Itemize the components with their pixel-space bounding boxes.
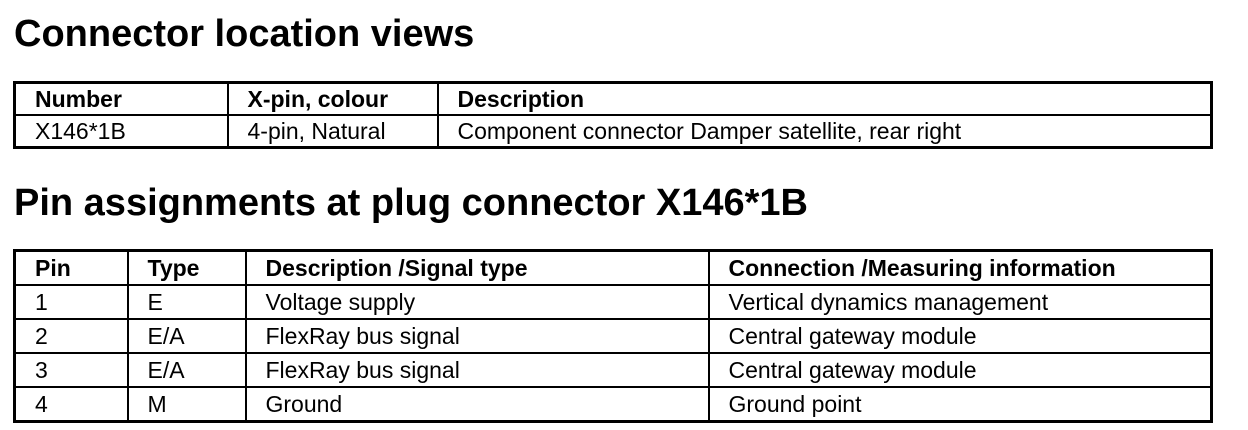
cell-pin: 3	[13, 352, 129, 388]
column-header-x-pin-colour: X-pin, colour	[226, 81, 439, 116]
cell-signal-type: Ground	[244, 386, 710, 423]
cell-pin: 1	[13, 284, 129, 320]
table-row: 2 E/A FlexRay bus signal Central gateway…	[13, 318, 1213, 354]
column-header-signal-type: Description /Signal type	[244, 249, 710, 286]
cell-connection-info: Vertical dynamics management	[707, 284, 1213, 320]
pin-assignments-table: Pin Type Description /Signal type Connec…	[13, 249, 1213, 423]
cell-signal-type: FlexRay bus signal	[244, 318, 710, 354]
column-header-number: Number	[13, 81, 229, 116]
cell-connection-info: Central gateway module	[707, 318, 1213, 354]
table-row: 4 M Ground Ground point	[13, 386, 1213, 423]
column-header-description: Description	[436, 81, 1213, 116]
pin-assignments-heading: Pin assignments at plug connector X146*1…	[14, 182, 808, 224]
column-header-connection-info: Connection /Measuring information	[707, 249, 1213, 286]
table-row: 3 E/A FlexRay bus signal Central gateway…	[13, 352, 1213, 388]
cell-type: M	[126, 386, 247, 423]
cell-x-pin-colour: 4-pin, Natural	[226, 114, 439, 149]
cell-number: X146*1B	[13, 114, 229, 149]
cell-pin: 2	[13, 318, 129, 354]
table-header-row: Number X-pin, colour Description	[13, 81, 1213, 116]
connector-location-table: Number X-pin, colour Description X146*1B…	[13, 81, 1213, 149]
connector-location-heading: Connector location views	[14, 13, 475, 55]
cell-connection-info: Central gateway module	[707, 352, 1213, 388]
column-header-type: Type	[126, 249, 247, 286]
cell-signal-type: Voltage supply	[244, 284, 710, 320]
cell-type: E/A	[126, 352, 247, 388]
cell-type: E	[126, 284, 247, 320]
table-row: 1 E Voltage supply Vertical dynamics man…	[13, 284, 1213, 320]
cell-pin: 4	[13, 386, 129, 423]
cell-description: Component connector Damper satellite, re…	[436, 114, 1213, 149]
table-header-row: Pin Type Description /Signal type Connec…	[13, 249, 1213, 286]
table-row: X146*1B 4-pin, Natural Component connect…	[13, 114, 1213, 149]
cell-connection-info: Ground point	[707, 386, 1213, 423]
column-header-pin: Pin	[13, 249, 129, 286]
cell-type: E/A	[126, 318, 247, 354]
cell-signal-type: FlexRay bus signal	[244, 352, 710, 388]
